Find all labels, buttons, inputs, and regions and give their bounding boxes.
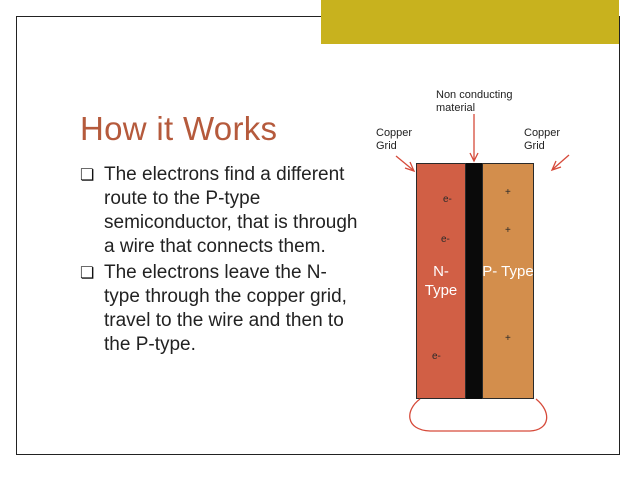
arrow-head-non-conducting [469, 152, 479, 163]
arrow-copper-left [395, 155, 414, 171]
label-non-conducting: Non conducting material [436, 89, 513, 114]
non-conducting-layer [466, 163, 482, 399]
electron-label: e- [441, 234, 450, 245]
arrow-head-copper-left [404, 161, 416, 173]
arrow-head-copper-right [550, 160, 562, 172]
bullet-item-1: ❏ The electrons find a different route t… [80, 163, 360, 259]
p-type-label: P- Type [482, 263, 534, 280]
bullet-text-1: The electrons find a different route to … [104, 164, 358, 257]
bullet-list: ❏ The electrons find a different route t… [80, 163, 360, 359]
hollow-square-bullet-icon: ❏ [80, 265, 95, 282]
hollow-square-bullet-icon: ❏ [80, 167, 95, 184]
arrow-copper-right [552, 154, 570, 170]
n-type-layer [416, 163, 466, 399]
label-copper-grid-right: Copper Grid [524, 127, 561, 152]
hole-label: + [505, 187, 511, 198]
slide-title: How it Works [80, 110, 278, 147]
electron-label: e- [432, 351, 441, 362]
hole-label: + [505, 225, 511, 236]
bullet-text-2: The electrons leave the N-type through t… [104, 262, 347, 355]
electron-label: e- [443, 194, 452, 205]
hole-label: + [505, 333, 511, 344]
bullet-item-2: ❏ The electrons leave the N-type through… [80, 261, 360, 357]
slide-frame [16, 16, 620, 455]
label-copper-grid-left: Copper Grid [376, 127, 413, 152]
n-type-label: N- Type [424, 263, 458, 299]
accent-bar [321, 0, 619, 44]
p-type-layer [482, 163, 534, 399]
connecting-wire [409, 398, 548, 432]
